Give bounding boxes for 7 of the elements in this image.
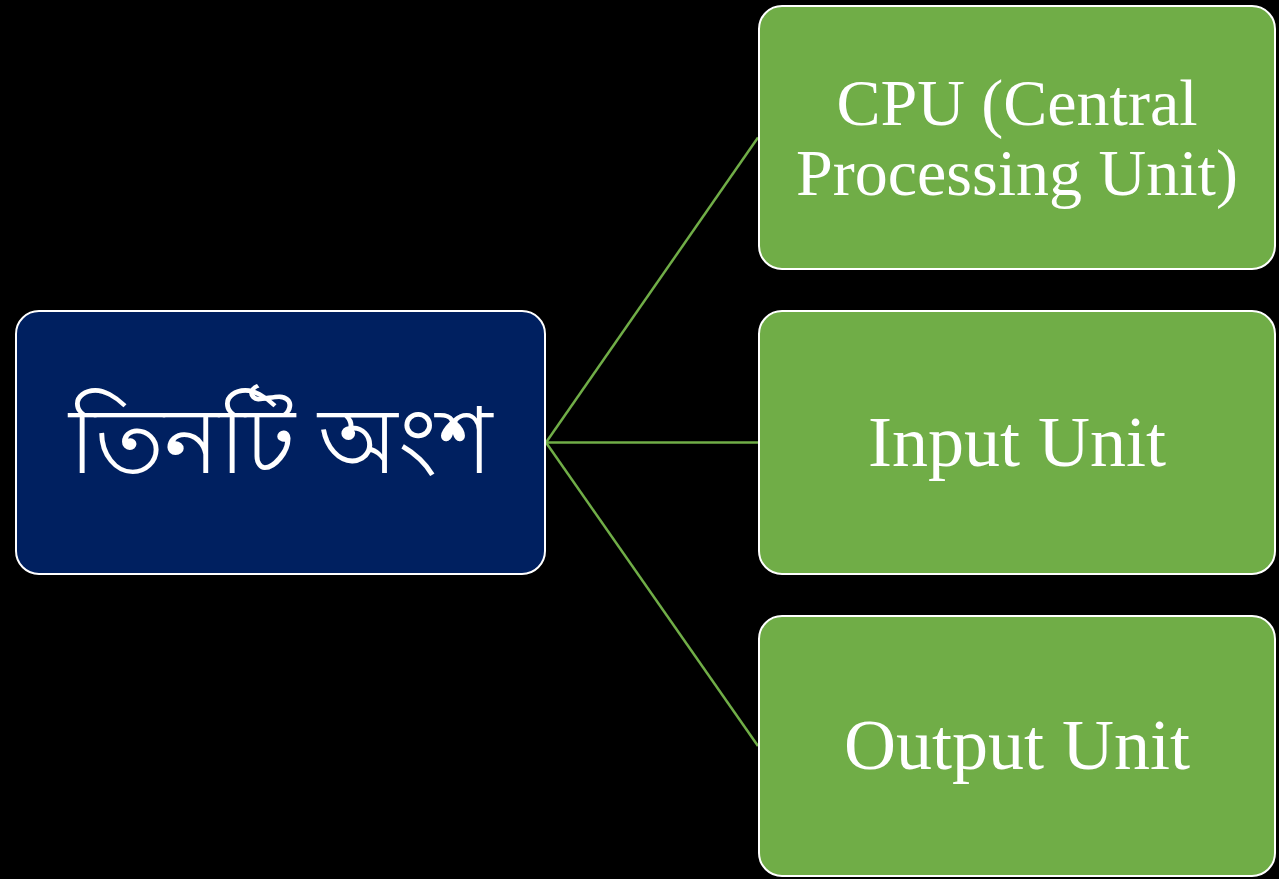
branch-box: Output Unit: [758, 615, 1276, 877]
branch-box: Input Unit: [758, 310, 1276, 575]
connector-line: [544, 441, 760, 747]
connector-line: [544, 136, 760, 444]
connector-line: [546, 441, 758, 444]
topic-box: তিনটি অংশ: [15, 310, 546, 575]
branch-box: CPU (Central Processing Unit): [758, 5, 1276, 270]
